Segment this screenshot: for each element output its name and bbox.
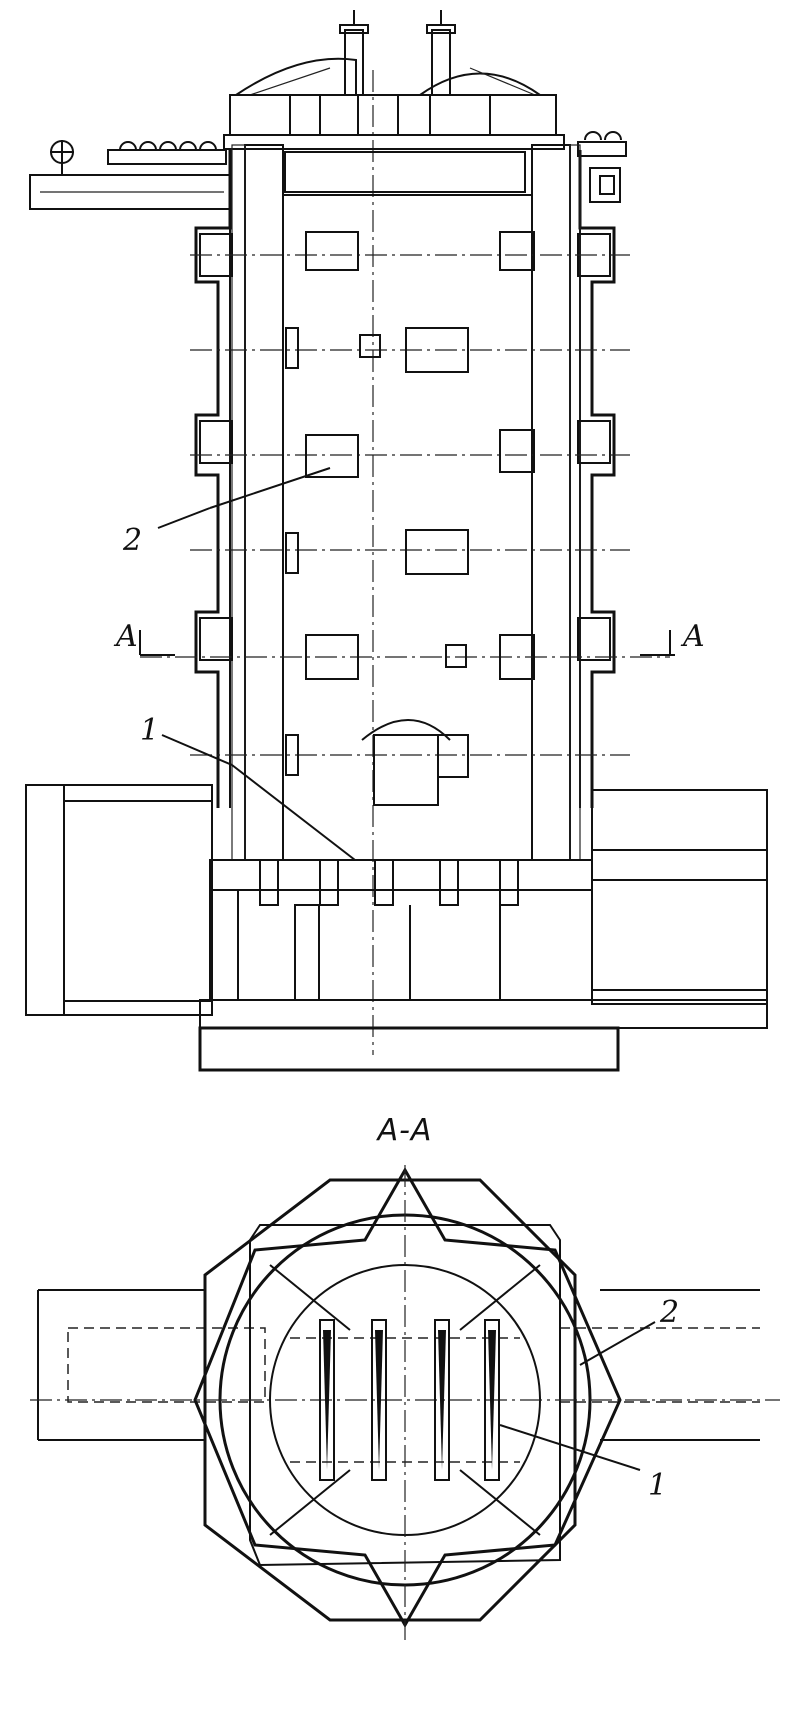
right-refractory-wall [531,144,571,861]
label-2-top: 2 [122,523,142,558]
section-marker: A A [113,619,705,656]
chamber-openings [285,231,535,806]
furnace-chamber [282,194,533,861]
section-marker-left: A [113,619,138,654]
right-mechanism [577,131,627,203]
label-1-top: 1 [140,713,159,748]
label-2-bottom: 2 [659,1295,679,1330]
longitudinal-section: A A 2 1 [25,10,768,1072]
octagonal-casing [203,1178,577,1622]
right-flue [591,789,768,1005]
burner-axes [140,254,670,756]
diagonal-burners [269,1264,541,1536]
top-callouts: 2 1 [122,467,356,861]
furnace-roof [223,10,565,193]
heating-elements [319,1319,500,1481]
left-mechanism [29,140,231,210]
bottom-callouts: 2 1 [499,1295,679,1503]
label-1-bottom: 1 [648,1468,667,1503]
section-marker-right: A [680,619,705,654]
left-refractory-wall [244,144,284,861]
star-frame [193,1166,622,1629]
cross-section-ducts [37,1289,760,1441]
cross-section-a-a: 2 1 [30,1165,780,1640]
wall-ports [199,233,611,661]
left-flue [25,784,213,1016]
furnace-hearth [198,859,768,1072]
furnace-casing [194,150,616,808]
section-title: A-A [376,1113,433,1148]
